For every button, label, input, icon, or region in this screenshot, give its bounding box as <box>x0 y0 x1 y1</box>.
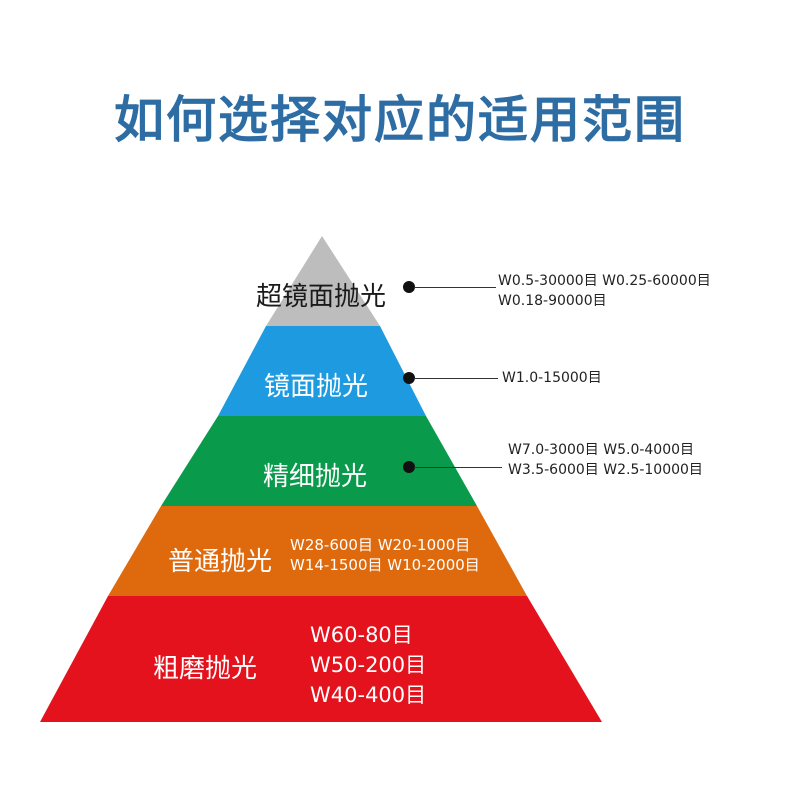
leader-dot-super-mirror <box>403 281 415 293</box>
page-title: 如何选择对应的适用范围 <box>114 91 686 149</box>
tier-label-super-mirror: 超镜面抛光 <box>256 282 387 312</box>
tier-spec-fine-1: W7.0-3000目 W5.0-4000目 <box>508 442 695 458</box>
tier-label-normal: 普通抛光 <box>168 547 273 577</box>
leader-dot-fine <box>403 461 415 473</box>
tier-coarse-shape <box>40 596 602 722</box>
tier-fine-shape <box>161 416 477 506</box>
tier-spec-coarse-3: W40-400目 <box>310 683 427 707</box>
tier-label-fine: 精细抛光 <box>263 462 368 492</box>
tier-label-mirror: 镜面抛光 <box>264 372 369 402</box>
tier-super-mirror-shape <box>266 236 380 326</box>
tier-spec-super-mirror-2: W0.18-90000目 <box>498 293 607 309</box>
tier-spec-coarse-1: W60-80目 <box>310 623 413 647</box>
tier-label-coarse: 粗磨抛光 <box>153 654 258 684</box>
tier-mirror-shape <box>218 326 426 416</box>
leader-line-fine <box>414 467 502 468</box>
leader-line-mirror <box>414 378 498 379</box>
tier-normal-shape <box>108 506 527 596</box>
leader-dot-mirror <box>403 372 415 384</box>
leader-line-super-mirror <box>414 287 496 288</box>
tier-spec-coarse-2: W50-200目 <box>310 653 427 677</box>
tier-spec-mirror-1: W1.0-15000目 <box>502 370 602 386</box>
tier-spec-normal-2: W14-1500目 W10-2000目 <box>290 556 480 574</box>
tier-spec-super-mirror-1: W0.5-30000目 W0.25-60000目 <box>498 273 711 289</box>
tier-spec-fine-2: W3.5-6000目 W2.5-10000目 <box>508 462 703 478</box>
tier-spec-normal-1: W28-600目 W20-1000目 <box>290 536 471 554</box>
